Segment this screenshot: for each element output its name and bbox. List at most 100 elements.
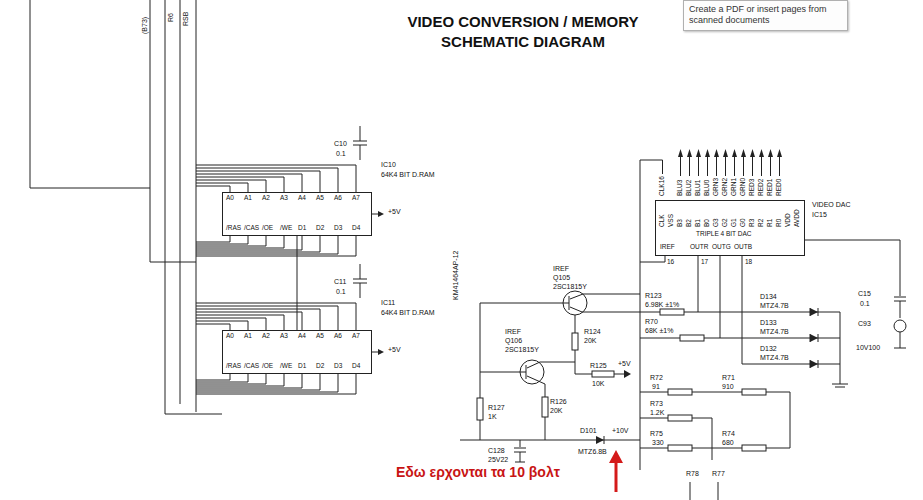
bus-wire — [196, 309, 320, 330]
pin-label: D2 — [316, 363, 324, 370]
bus-wire — [196, 374, 356, 394]
part-label: D101 — [580, 427, 597, 434]
part-label: D133 — [760, 319, 777, 326]
schematic-line — [668, 389, 692, 395]
part-label: C11 — [334, 278, 346, 285]
pin-label: B2 — [686, 219, 693, 227]
part-label: R124 — [584, 328, 601, 335]
part-label: 10K — [592, 380, 604, 387]
pin-label: R2 — [758, 219, 765, 227]
pin-label: D4 — [352, 225, 360, 232]
pin-label: /OE — [262, 363, 273, 370]
part-label: IREF — [505, 328, 521, 335]
signal-label: GRN0 — [740, 178, 747, 196]
schematic-line — [372, 214, 378, 215]
part-label: C15 — [858, 290, 871, 297]
signal-label: RED1 — [767, 179, 774, 196]
signal-arrowhead — [678, 149, 683, 157]
chip-description: 64K4 BIT D.RAM — [381, 171, 435, 178]
bus-wire — [196, 165, 356, 192]
chip-name: IC11 — [381, 299, 395, 306]
bus-wire — [196, 174, 302, 192]
pin-label: /RAS — [226, 225, 241, 232]
part-label: D134 — [760, 293, 777, 300]
schematic-line — [378, 349, 384, 355]
bus-wire — [196, 180, 266, 192]
pin-label: CLK — [659, 214, 666, 227]
signal-wire — [770, 156, 771, 176]
signal-label: CLK16 — [659, 176, 666, 196]
signal-wire — [761, 156, 762, 176]
pin-label: A3 — [280, 195, 288, 202]
signal-wire — [707, 156, 708, 176]
part-label: 10V100 — [856, 344, 880, 351]
schematic-line — [640, 160, 663, 470]
bus-wire — [196, 374, 284, 386]
pin-label: A7 — [352, 195, 360, 202]
pin-label: VSS — [668, 214, 675, 227]
pin-label: A1 — [244, 333, 252, 340]
schematic-line — [353, 126, 367, 160]
pin-label: G0 — [740, 218, 747, 227]
pin-label: A5 — [316, 195, 324, 202]
pin-label: A4 — [298, 333, 306, 340]
pin-label: /CAS — [244, 225, 259, 232]
bus-wire — [196, 168, 338, 192]
schematic-line — [477, 398, 483, 420]
schematic-line — [742, 445, 766, 451]
schematic-line — [353, 264, 367, 298]
schematic-line — [810, 308, 818, 316]
bus-wire — [196, 236, 302, 250]
part-label: 20K — [550, 407, 562, 414]
schematic-line — [596, 436, 604, 444]
bus-wire — [196, 171, 320, 192]
pin-label: G3 — [713, 218, 720, 227]
part-label: R71 — [722, 374, 735, 381]
part-label: R70 — [645, 318, 658, 325]
signal-arrowhead — [741, 149, 746, 157]
schematic-line — [810, 308, 818, 368]
pin-label: R1 — [767, 219, 774, 227]
schematic-line — [30, 0, 906, 500]
schematic-line — [372, 352, 378, 353]
schematic-line — [805, 240, 906, 348]
chip-name: VIDEO DAC — [812, 201, 851, 208]
pin-label: B1 — [695, 219, 702, 227]
pin-label: /CAS — [244, 363, 259, 370]
signal-label: RED2 — [758, 179, 765, 196]
schematic-line — [460, 440, 640, 441]
pin-label: A0 — [226, 195, 234, 202]
chip-name: IC10 — [381, 161, 396, 168]
schematic-line — [180, 0, 181, 404]
schematic-line — [30, 0, 150, 188]
signal-arrowhead — [723, 149, 728, 157]
signal-arrowhead — [687, 149, 692, 157]
signal-wire — [779, 156, 780, 176]
bus-wire — [196, 236, 320, 252]
part-label: MTZ4.7B — [760, 328, 789, 335]
pin-label: R0 — [776, 219, 783, 227]
signal-wire — [689, 156, 690, 176]
pin-label: D2 — [316, 225, 324, 232]
part-label: C128 — [488, 447, 505, 454]
pin-label: OUTG — [712, 244, 731, 251]
bus-wire — [196, 306, 338, 330]
signal-arrowhead — [714, 149, 719, 157]
tooltip-text: Create a PDF or insert pages from scanne… — [689, 4, 842, 27]
part-label: 0.1 — [860, 300, 870, 307]
schematic-line — [480, 294, 640, 312]
part-label: RSB — [182, 12, 189, 26]
part-label: +5V — [388, 208, 401, 215]
signal-arrowhead — [732, 149, 737, 157]
signal-wire — [743, 156, 744, 176]
pin-label: A6 — [334, 195, 342, 202]
signal-arrowhead — [705, 149, 710, 157]
pin-label: /WE — [280, 225, 292, 232]
part-label: +5V — [388, 346, 401, 353]
part-label: R73 — [650, 400, 663, 407]
bus-wire — [196, 374, 248, 382]
bus-wire — [196, 236, 356, 256]
chip-description: IC15 — [812, 211, 827, 218]
